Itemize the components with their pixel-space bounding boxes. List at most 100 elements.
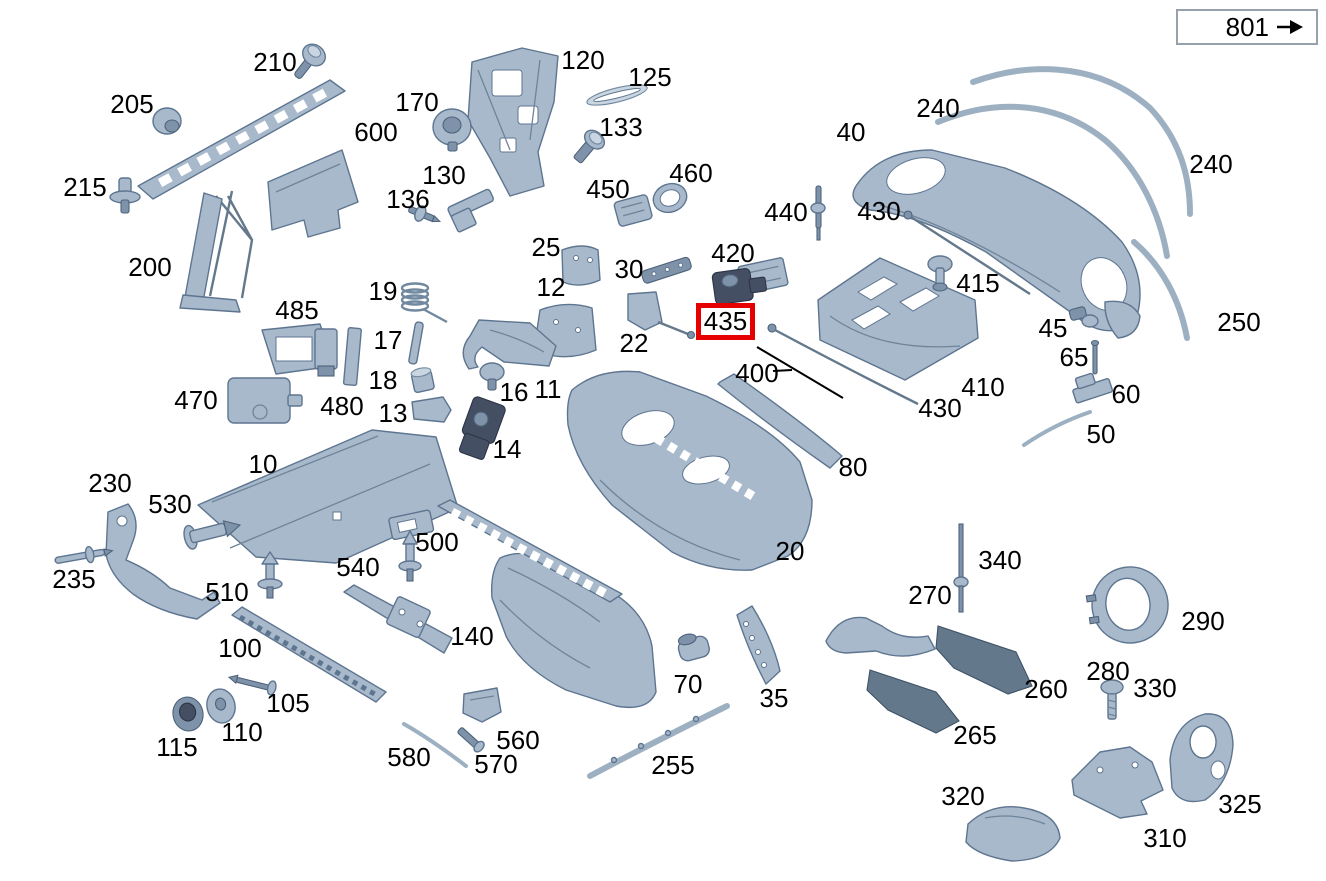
- callout-100-51[interactable]: 100: [218, 633, 261, 663]
- callout-230-44[interactable]: 230: [88, 468, 131, 498]
- callout-510-47[interactable]: 510: [205, 577, 248, 607]
- part-clip-45: [1068, 300, 1141, 339]
- callout-500-48[interactable]: 500: [415, 527, 458, 557]
- callout-210-0[interactable]: 210: [253, 47, 296, 77]
- callout-280-66[interactable]: 280: [1086, 656, 1129, 686]
- callout-10-43[interactable]: 10: [249, 449, 278, 479]
- callout-12-20[interactable]: 12: [537, 272, 566, 302]
- callout-110-53[interactable]: 110: [221, 717, 262, 747]
- callout-440-16[interactable]: 440: [764, 197, 807, 227]
- callout-470-33[interactable]: 470: [174, 385, 217, 415]
- callout-45-24[interactable]: 45: [1039, 313, 1068, 343]
- callout-18-31[interactable]: 18: [369, 365, 398, 395]
- callout-16-35[interactable]: 16: [500, 377, 529, 407]
- part-disc-170: [432, 108, 472, 152]
- callout-450-11[interactable]: 450: [586, 174, 629, 204]
- part-bar-140: [343, 584, 453, 654]
- callout-580-55[interactable]: 580: [387, 742, 430, 772]
- callout-540-49[interactable]: 540: [336, 552, 379, 582]
- highlighted-callout-435[interactable]: 435: [696, 303, 755, 340]
- part-cable-400: [767, 323, 919, 406]
- callout-260-65[interactable]: 260: [1024, 674, 1067, 704]
- part-mount-frame-120: [467, 47, 559, 197]
- callout-240-15[interactable]: 240: [1189, 149, 1232, 179]
- part-fastener-415: [927, 255, 953, 292]
- part-duct-270: [825, 616, 936, 657]
- part-bracket-560: [462, 687, 502, 723]
- callout-570-56[interactable]: 570: [474, 749, 517, 779]
- callout-265-68[interactable]: 265: [953, 720, 996, 750]
- part-pin-210: [294, 43, 326, 79]
- callout-65-25[interactable]: 65: [1060, 342, 1089, 372]
- callout-120-6[interactable]: 120: [561, 45, 604, 75]
- callout-205-1[interactable]: 205: [110, 89, 153, 119]
- callout-133-8[interactable]: 133: [599, 112, 642, 142]
- callout-11-36[interactable]: 11: [535, 374, 562, 404]
- callout-14-37[interactable]: 14: [493, 434, 522, 464]
- part-connector-450: [613, 194, 653, 227]
- part-cylinder-18: [410, 367, 435, 394]
- callout-250-18[interactable]: 250: [1217, 307, 1260, 337]
- callout-480-34[interactable]: 480: [320, 391, 363, 421]
- part-shell-320: [965, 806, 1061, 862]
- callout-240-14[interactable]: 240: [916, 93, 959, 123]
- callout-40-13[interactable]: 40: [837, 117, 866, 147]
- callout-530-45[interactable]: 530: [148, 489, 191, 519]
- callout-255-58[interactable]: 255: [651, 750, 694, 780]
- callout-235-46[interactable]: 235: [52, 564, 95, 594]
- callout-560-57[interactable]: 560: [496, 725, 539, 755]
- callout-115-54[interactable]: 115: [156, 732, 197, 762]
- callout-17-30[interactable]: 17: [374, 325, 403, 355]
- callout-420-22[interactable]: 420: [711, 238, 754, 268]
- callout-70-59[interactable]: 70: [674, 669, 703, 699]
- callout-30-21[interactable]: 30: [615, 254, 644, 284]
- callout-330-67[interactable]: 330: [1133, 673, 1176, 703]
- part-frame-485: [261, 323, 338, 377]
- part-bar-480: [342, 327, 362, 387]
- callout-415-23[interactable]: 415: [956, 268, 999, 298]
- callout-25-19[interactable]: 25: [532, 232, 561, 262]
- callout-140-50[interactable]: 140: [450, 621, 493, 651]
- callout-13-32[interactable]: 13: [379, 398, 408, 428]
- callout-170-5[interactable]: 170: [395, 87, 438, 117]
- part-bumper-center-20: [566, 370, 813, 571]
- callout-290-64[interactable]: 290: [1181, 606, 1224, 636]
- part-rivet-235: [54, 546, 114, 564]
- callout-50-27[interactable]: 50: [1087, 419, 1116, 449]
- callout-136-10[interactable]: 136: [386, 184, 429, 214]
- callout-80-42[interactable]: 80: [839, 452, 868, 482]
- callout-460-12[interactable]: 460: [669, 158, 712, 188]
- callout-19-29[interactable]: 19: [369, 276, 398, 306]
- callout-22-38[interactable]: 22: [620, 328, 649, 358]
- part-grommet-205: [152, 107, 182, 135]
- part-screw-570: [457, 727, 485, 753]
- callout-20-61[interactable]: 20: [776, 536, 805, 566]
- part-strip-50: [1022, 410, 1092, 447]
- parts-layer: [54, 43, 1234, 862]
- callout-430-40[interactable]: 430: [918, 393, 961, 423]
- part-diffuser-40: [852, 149, 1141, 332]
- callout-430-17[interactable]: 430: [857, 196, 900, 226]
- nav-reference-box[interactable]: 801: [1176, 9, 1318, 45]
- callout-125-7[interactable]: 125: [628, 62, 671, 92]
- callout-320-69[interactable]: 320: [941, 781, 984, 811]
- callout-105-52[interactable]: 105: [266, 688, 309, 718]
- callout-215-2[interactable]: 215: [63, 172, 106, 202]
- callout-200-3[interactable]: 200: [128, 252, 171, 282]
- callout-600-4[interactable]: 600: [354, 117, 397, 147]
- callout-400-39[interactable]: 400: [735, 358, 778, 388]
- callout-485-28[interactable]: 485: [275, 295, 318, 325]
- part-trim-580: [402, 722, 468, 768]
- callout-270-62[interactable]: 270: [908, 580, 951, 610]
- callout-310-70[interactable]: 310: [1143, 823, 1186, 853]
- callout-325-71[interactable]: 325: [1218, 789, 1261, 819]
- callout-35-60[interactable]: 35: [760, 683, 789, 713]
- right-arrow-icon: [1277, 20, 1303, 34]
- callout-60-26[interactable]: 60: [1112, 379, 1141, 409]
- callout-340-63[interactable]: 340: [978, 545, 1021, 575]
- part-screw-105: [227, 674, 277, 696]
- callout-410-41[interactable]: 410: [961, 372, 1004, 402]
- callout-130-9[interactable]: 130: [422, 160, 465, 190]
